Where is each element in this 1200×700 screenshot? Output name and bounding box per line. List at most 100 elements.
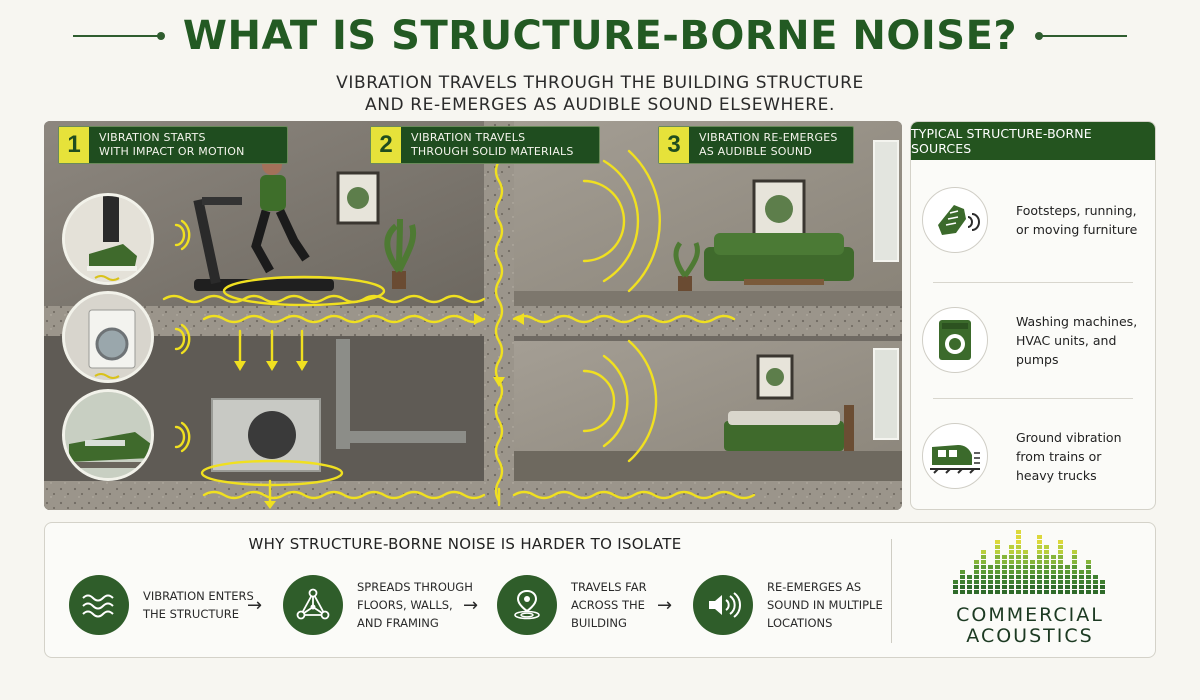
equalizer-block — [1044, 550, 1049, 554]
equalizer-block — [981, 565, 986, 569]
equalizer-block — [1093, 575, 1098, 579]
equalizer-block — [1065, 590, 1070, 594]
equalizer-block — [988, 585, 993, 589]
equalizer-block — [1072, 585, 1077, 589]
source-item-machines: Washing machines, HVAC units, and pumps — [911, 282, 1155, 398]
equalizer-block — [1072, 570, 1077, 574]
why-step-2-line-3: AND FRAMING — [357, 616, 439, 630]
why-step-2: SPREADS THROUGH FLOORS, WALLS, AND FRAMI… — [283, 567, 473, 643]
equalizer-block — [960, 575, 965, 579]
equalizer-block — [1037, 575, 1042, 579]
equalizer-block — [988, 580, 993, 584]
wave-icon — [69, 575, 129, 635]
equalizer-block — [1002, 570, 1007, 574]
equalizer-block — [974, 575, 979, 579]
equalizer-block — [995, 565, 1000, 569]
equalizer-block — [1051, 575, 1056, 579]
why-step-2-line-1: SPREADS THROUGH — [357, 580, 473, 594]
equalizer-block — [1058, 580, 1063, 584]
equalizer-block — [1093, 585, 1098, 589]
equalizer-block — [960, 590, 965, 594]
equalizer-block — [960, 585, 965, 589]
equalizer-block — [1072, 575, 1077, 579]
equalizer-block — [1065, 565, 1070, 569]
equalizer-block — [1030, 580, 1035, 584]
step-3-number: 3 — [659, 127, 689, 163]
equalizer-block — [995, 550, 1000, 554]
equalizer-block — [1009, 550, 1014, 554]
equalizer-block — [1009, 560, 1014, 564]
equalizer-block — [1009, 555, 1014, 559]
equalizer-block — [1058, 585, 1063, 589]
equalizer-block — [1016, 545, 1021, 549]
equalizer-block — [1030, 585, 1035, 589]
commercial-acoustics-logo: COMMERCIAL ACOUSTICS — [925, 525, 1135, 655]
equalizer-block — [1002, 565, 1007, 569]
source-2-line-1: Washing machines, — [1016, 313, 1138, 329]
why-step-4: RE-EMERGES AS SOUND IN MULTIPLE LOCATION… — [693, 567, 883, 643]
sources-divider-1 — [933, 282, 1133, 283]
equalizer-block — [1051, 570, 1056, 574]
equalizer-block — [988, 570, 993, 574]
equalizer-block — [1058, 560, 1063, 564]
equalizer-block — [1023, 580, 1028, 584]
equalizer-block — [974, 560, 979, 564]
equalizer-block — [1065, 570, 1070, 574]
sources-divider-2 — [933, 398, 1133, 399]
step-1-number: 1 — [59, 127, 89, 163]
equalizer-block — [1030, 570, 1035, 574]
speaker-icon — [693, 575, 753, 635]
equalizer-block — [1009, 580, 1014, 584]
equalizer-block — [1065, 580, 1070, 584]
equalizer-block — [1086, 565, 1091, 569]
location-pin-icon — [497, 575, 557, 635]
why-step-4-line-1: RE-EMERGES AS — [767, 580, 862, 594]
equalizer-block — [1072, 580, 1077, 584]
equalizer-block — [1058, 575, 1063, 579]
equalizer-block — [1072, 590, 1077, 594]
equalizer-block — [1100, 590, 1105, 594]
equalizer-block — [1002, 560, 1007, 564]
why-step-3-line-3: BUILDING — [571, 616, 627, 630]
subtitle-line-2: AND RE-EMERGES AS AUDIBLE SOUND ELSEWHER… — [365, 95, 835, 115]
equalizer-block — [1030, 565, 1035, 569]
equalizer-block — [1072, 550, 1077, 554]
source-3-line-2: from trains or — [1016, 448, 1102, 464]
equalizer-block — [1023, 560, 1028, 564]
equalizer-block — [1051, 560, 1056, 564]
arrow-2: → — [463, 595, 479, 616]
why-harder-panel: WHY STRUCTURE-BORNE NOISE IS HARDER TO I… — [44, 522, 1156, 658]
source-item-trains: Ground vibration from trains or heavy tr… — [911, 398, 1155, 509]
source-2-line-2: HVAC units, and — [1016, 332, 1117, 348]
equalizer-block — [1002, 575, 1007, 579]
equalizer-block — [981, 580, 986, 584]
equalizer-block — [1051, 555, 1056, 559]
equalizer-block — [1030, 590, 1035, 594]
equalizer-block — [1044, 545, 1049, 549]
equalizer-block — [1058, 570, 1063, 574]
source-1-line-2: or moving furniture — [1016, 222, 1138, 237]
equalizer-block — [1100, 585, 1105, 589]
train-photo — [62, 389, 154, 481]
equalizer-block — [1037, 590, 1042, 594]
equalizer-block — [1044, 580, 1049, 584]
equalizer-block — [1086, 580, 1091, 584]
why-title: WHY STRUCTURE-BORNE NOISE IS HARDER TO I… — [248, 535, 682, 553]
step-1-label: 1 VIBRATION STARTS WITH IMPACT OR MOTION — [58, 126, 288, 164]
equalizer-block — [1037, 545, 1042, 549]
why-step-1-line-1: VIBRATION ENTERS — [143, 589, 254, 603]
equalizer-block — [1072, 555, 1077, 559]
why-step-4-line-3: LOCATIONS — [767, 616, 833, 630]
equalizer-block — [1086, 560, 1091, 564]
logo-line-2: ACOUSTICS — [966, 625, 1094, 647]
equalizer-block — [1023, 585, 1028, 589]
equalizer-block — [981, 550, 986, 554]
equalizer-block — [1037, 585, 1042, 589]
equalizer-block — [995, 575, 1000, 579]
equalizer-block — [974, 580, 979, 584]
subtitle-line-1: VIBRATION TRAVELS THROUGH THE BUILDING S… — [336, 73, 864, 93]
equalizer-block — [1016, 530, 1021, 534]
equalizer-block — [974, 590, 979, 594]
equalizer-block — [1058, 540, 1063, 544]
equalizer-block — [988, 590, 993, 594]
